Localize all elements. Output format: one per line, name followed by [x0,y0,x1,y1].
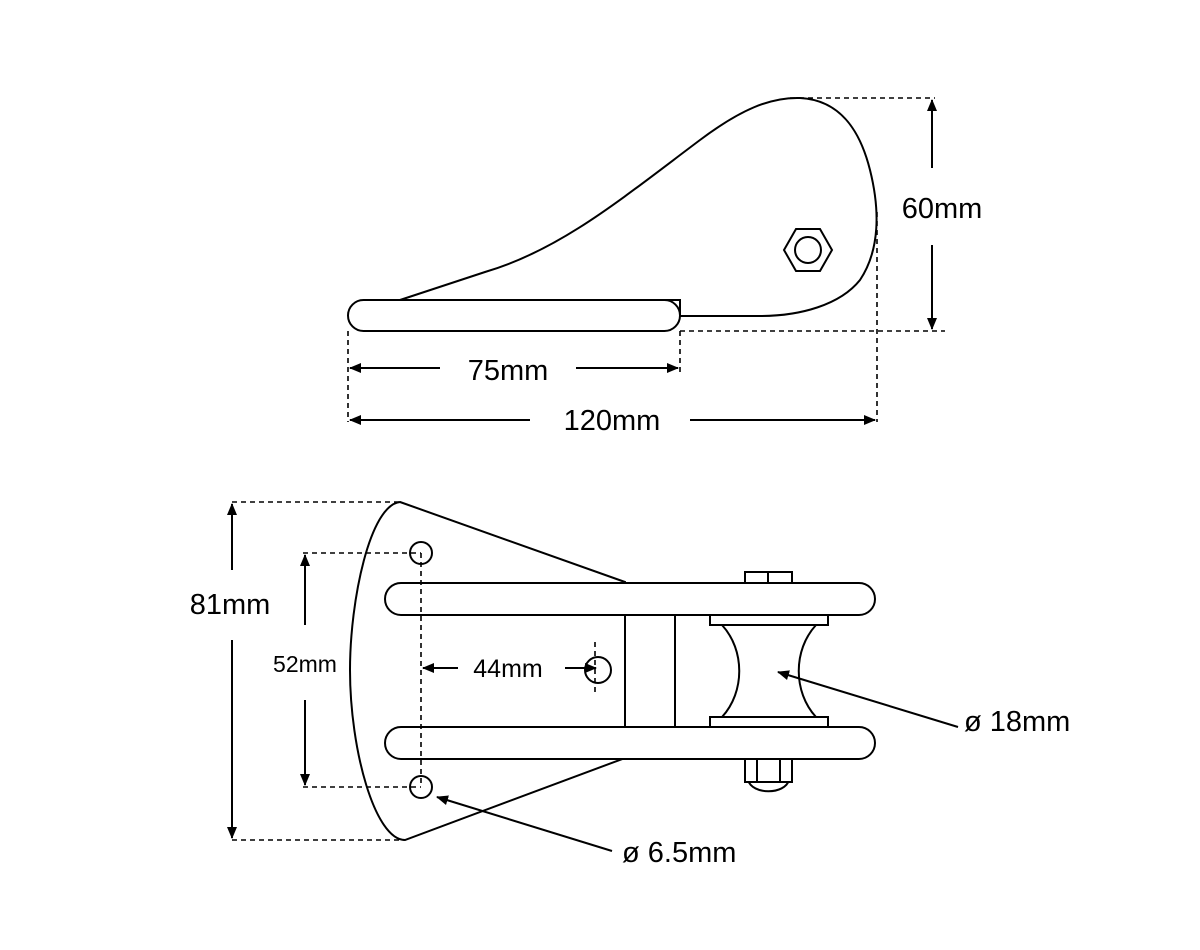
side-plate [399,96,878,317]
hole-offset-label: 44mm [473,655,542,683]
roller-profile-left [721,624,741,718]
slot-length-label: 75mm [468,355,549,387]
side-view: 60mm 75mm 120mm [347,96,983,437]
leader-arrow [777,670,959,728]
total-width-label: 81mm [190,589,271,621]
total-length-label: 120mm [564,405,661,437]
hole-diameter-label: ø 6.5mm [622,837,736,869]
roller-flange-top [709,614,829,626]
side-bar-top [384,582,876,616]
height-label: 60mm [902,193,983,225]
side-bar-bottom [384,726,876,760]
nut-bottom [744,758,793,783]
hole-spacing-label: 52mm [273,651,337,677]
side-slot [347,299,681,332]
nut-bore [794,236,822,264]
center-hole [584,656,612,684]
roller-profile-right [797,624,817,718]
top-view: 81mm 52mm 44mm ø 18mm ø 6.5mm [190,500,1070,869]
roller-flange-bottom [709,716,829,728]
leader-arrow [436,795,613,852]
roller-diameter-label: ø 18mm [964,706,1070,738]
